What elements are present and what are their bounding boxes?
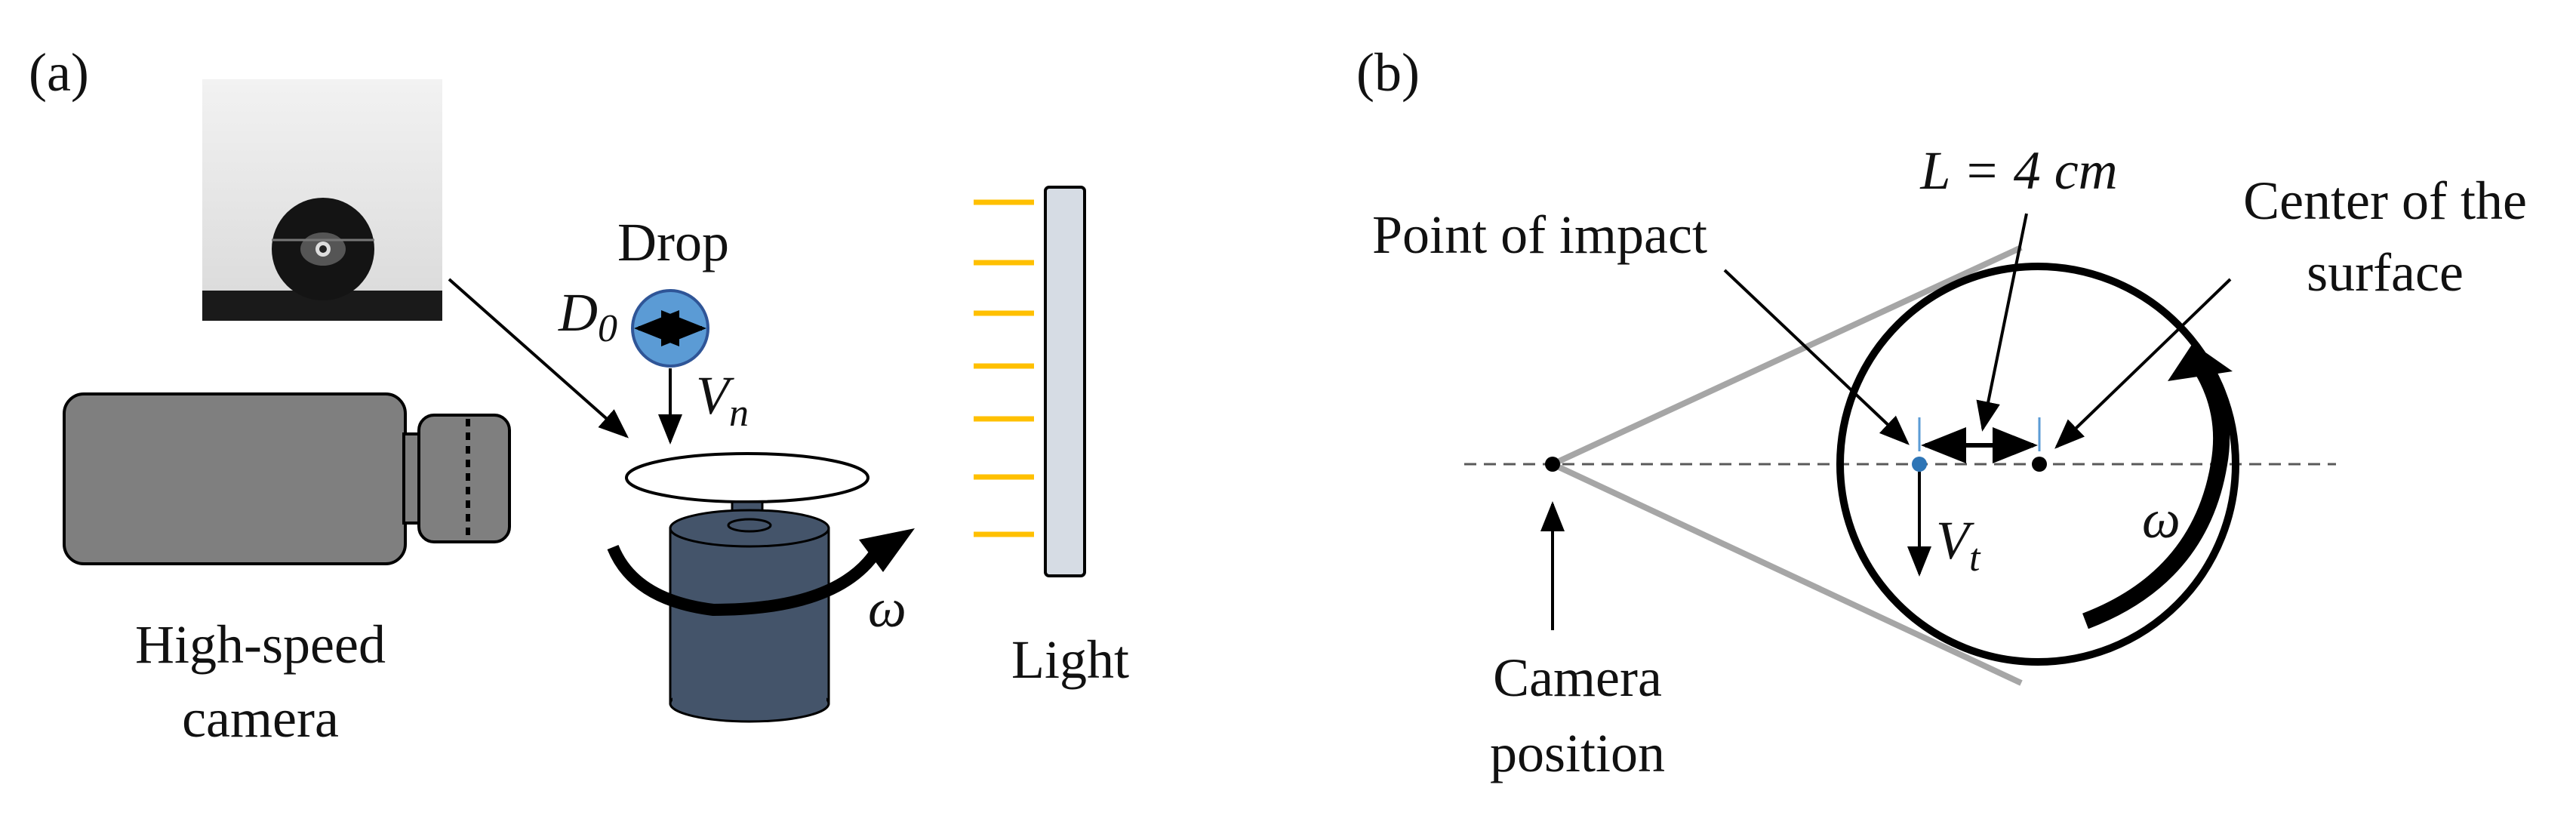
camera-lens <box>417 414 511 543</box>
camera-label-line1: High-speed <box>135 614 386 675</box>
rotating-disc <box>625 452 869 503</box>
rotating-surface-top-view <box>1836 263 2239 666</box>
rotation-arrow-b <box>2082 365 2230 629</box>
impact-pointer <box>1723 269 1910 445</box>
drop-label: Drop <box>617 212 729 272</box>
rotation-arrow-head <box>859 528 915 572</box>
panel-b: (b) ω Camera position Vt L = 4 cm Point … <box>1356 42 2527 783</box>
distance-pointer <box>1976 213 2028 432</box>
camera-position-line2: position <box>1490 723 1665 783</box>
omega-label-a: ω <box>868 578 906 639</box>
drop-photo-inset <box>202 79 442 321</box>
panel-a-tag: (a) <box>29 42 89 103</box>
panel-b-tag: (b) <box>1356 42 1420 103</box>
omega-label-b: ω <box>2142 489 2181 549</box>
light-source <box>974 186 1086 577</box>
view-cone-lower <box>1551 461 2023 686</box>
rotation-arrow-b-head <box>2168 343 2233 381</box>
impact-point <box>1912 457 1927 472</box>
center-point <box>2032 457 2047 472</box>
light-panel <box>1044 186 1086 577</box>
camera-position-line1: Camera <box>1493 648 1662 708</box>
rotation-arrow <box>607 544 879 617</box>
camera-position-dot <box>1545 457 1560 472</box>
center-pointer <box>2054 278 2232 449</box>
motor <box>669 500 830 723</box>
diameter-label: D0 <box>558 282 617 350</box>
inset-pointer-arrow <box>448 278 629 439</box>
normal-velocity-label: Vn <box>696 365 749 435</box>
light-label: Light <box>1011 629 1129 690</box>
tangential-velocity-label: Vt <box>1936 510 1981 580</box>
panel-a: (a) High-speed camera Drop D0 Vn <box>29 42 1129 749</box>
center-label-line2: surface <box>2307 242 2464 303</box>
distance-label: L = 4 cm <box>1919 140 2117 201</box>
camera-label-line2: camera <box>182 688 339 749</box>
impact-label: Point of impact <box>1372 205 1707 265</box>
center-label-line1: Center of the <box>2243 171 2527 231</box>
camera-body <box>63 392 511 565</box>
view-cone-upper <box>1551 245 2023 467</box>
